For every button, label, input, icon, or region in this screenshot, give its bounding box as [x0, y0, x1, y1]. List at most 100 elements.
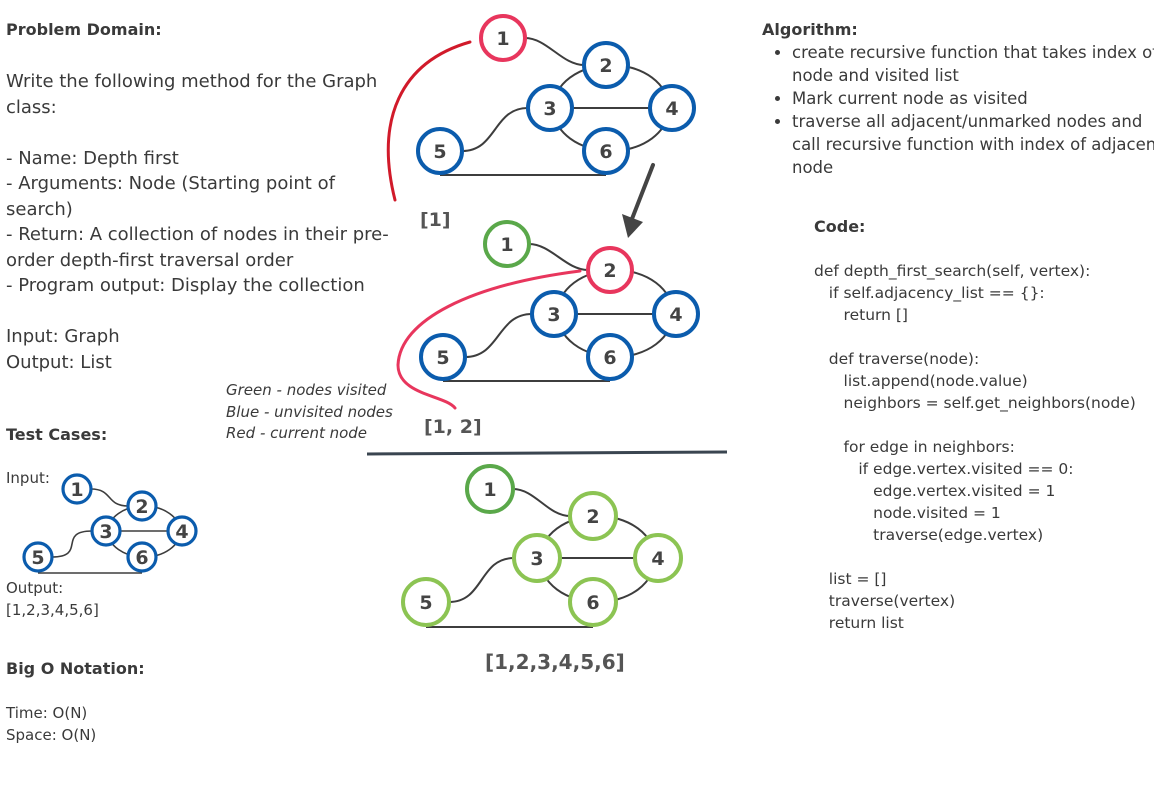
problem-line: class:: [6, 96, 57, 118]
code-line: def depth_first_search(self, vertex):: [814, 262, 1091, 280]
legend-blue: Blue - unvisited nodes: [226, 402, 393, 421]
node-1-label: 1: [483, 479, 496, 501]
node-2-label: 2: [603, 260, 616, 282]
edge-5-3: [464, 313, 533, 358]
input-label: Input:: [6, 469, 50, 487]
problem-line: - Name: Depth first: [6, 147, 179, 169]
edge-5-3: [51, 530, 93, 558]
down-arrow-head: [622, 214, 643, 238]
node-5-label: 5: [433, 141, 446, 163]
algorithm-list: create recursive function that takes ind…: [768, 41, 1154, 179]
node-5-label: 5: [31, 547, 44, 569]
problem-line: order depth-first traversal order: [6, 249, 294, 271]
algorithm-heading: Algorithm:: [762, 20, 858, 39]
code-block: def depth_first_search(self, vertex): if…: [814, 260, 1136, 634]
algorithm-step: traverse all adjacent/unmarked nodes and…: [792, 110, 1154, 179]
node-1-circle: [479, 14, 527, 62]
node-6-circle: [568, 577, 618, 627]
node-6-label: 6: [603, 347, 616, 369]
node-4-label: 4: [651, 548, 664, 570]
node-1-circle: [483, 220, 531, 268]
node-4-label: 4: [669, 304, 682, 326]
code-line: list = []: [814, 570, 887, 588]
code-heading: Code:: [814, 217, 866, 236]
code-line: return []: [814, 306, 908, 324]
problem-line: Write the following method for the Graph: [6, 71, 378, 92]
node-5-circle: [419, 333, 467, 381]
problem-line: Output: List: [6, 351, 112, 373]
node-1-circle: [61, 473, 93, 505]
node-4-circle: [648, 84, 696, 132]
legend-green: Green - nodes visited: [226, 381, 387, 399]
code-line: neighbors = self.get_neighbors(node): [814, 394, 1136, 412]
node-6-circle: [126, 541, 158, 573]
code-line: for edge in neighbors:: [814, 438, 1015, 456]
big-o-heading: Big O Notation:: [6, 659, 145, 678]
node-4-circle: [652, 290, 700, 338]
node-6-circle: [582, 127, 630, 175]
node-1-label: 1: [500, 234, 513, 256]
node-3-label: 3: [543, 98, 556, 120]
code-line: return list: [814, 614, 904, 632]
problem-line: - Program output: Display the collection: [6, 275, 365, 296]
step1-label: [1]: [420, 209, 451, 231]
node-2-circle: [568, 491, 618, 541]
divider: [366, 450, 728, 456]
node-2-label: 2: [586, 506, 599, 528]
node-4-label: 4: [665, 98, 678, 120]
time-complexity: Time: O(N): [6, 704, 88, 722]
code-line: if self.adjacency_list == {}:: [814, 284, 1045, 302]
node-6-circle: [586, 333, 634, 381]
edge-5-3: [448, 557, 515, 603]
edge-1-2: [528, 243, 589, 271]
node-2-label: 2: [599, 55, 612, 77]
node-1-circle: [465, 464, 515, 514]
node-3-circle: [512, 533, 562, 583]
node-5-label: 5: [436, 347, 449, 369]
node-6-label: 6: [599, 141, 612, 163]
edge-1-2: [512, 488, 571, 517]
node-4-circle: [166, 515, 198, 547]
node-3-circle: [90, 515, 122, 547]
problem-line: - Arguments: Node (Starting point of: [6, 173, 335, 194]
node-2-circle: [126, 490, 158, 522]
node-2-label: 2: [135, 496, 148, 518]
edge-1-2: [90, 488, 129, 507]
step2-label: [1, 2]: [424, 416, 482, 438]
algorithm-step: create recursive function that takes ind…: [792, 41, 1154, 87]
node-3-circle: [530, 290, 578, 338]
legend: Green - nodes visited Blue - unvisited n…: [226, 380, 393, 445]
node-3-label: 3: [530, 548, 543, 570]
output-value: [1,2,3,4,5,6]: [6, 601, 99, 619]
node-4-label: 4: [175, 521, 188, 543]
node-3-label: 3: [99, 521, 112, 543]
problem-line: - Return: A collection of nodes in their…: [6, 224, 389, 245]
algorithm-step: Mark current node as visited: [792, 87, 1154, 110]
node-2-circle: [582, 41, 630, 89]
edge-1-2: [524, 37, 585, 66]
final-label: [1,2,3,4,5,6]: [485, 650, 625, 674]
test-cases-heading: Test Cases:: [6, 425, 108, 444]
node-6-label: 6: [586, 592, 599, 614]
node-4-circle: [633, 533, 683, 583]
down-arrow-shaft: [628, 163, 655, 226]
node-3-circle: [526, 84, 574, 132]
code-line: traverse(vertex): [814, 592, 956, 610]
problem-domain-text: Write the following method for the Graph…: [6, 69, 389, 375]
code-line: edge.vertex.visited = 1: [814, 482, 1056, 500]
problem-domain-heading: Problem Domain:: [6, 20, 162, 39]
code-line: node.visited = 1: [814, 504, 1001, 522]
space-complexity: Space: O(N): [6, 726, 97, 744]
code-line: if edge.vertex.visited == 0:: [814, 460, 1074, 478]
node-6-label: 6: [135, 547, 148, 569]
node-5-label: 5: [419, 592, 432, 614]
node-3-label: 3: [547, 304, 560, 326]
node-1-label: 1: [496, 28, 509, 50]
edge-5-3: [461, 107, 529, 152]
node-1-label: 1: [70, 479, 83, 501]
node-5-circle: [416, 127, 464, 175]
problem-line: search): [6, 198, 73, 220]
problem-line: Input: Graph: [6, 326, 120, 347]
code-line: list.append(node.value): [814, 372, 1028, 390]
